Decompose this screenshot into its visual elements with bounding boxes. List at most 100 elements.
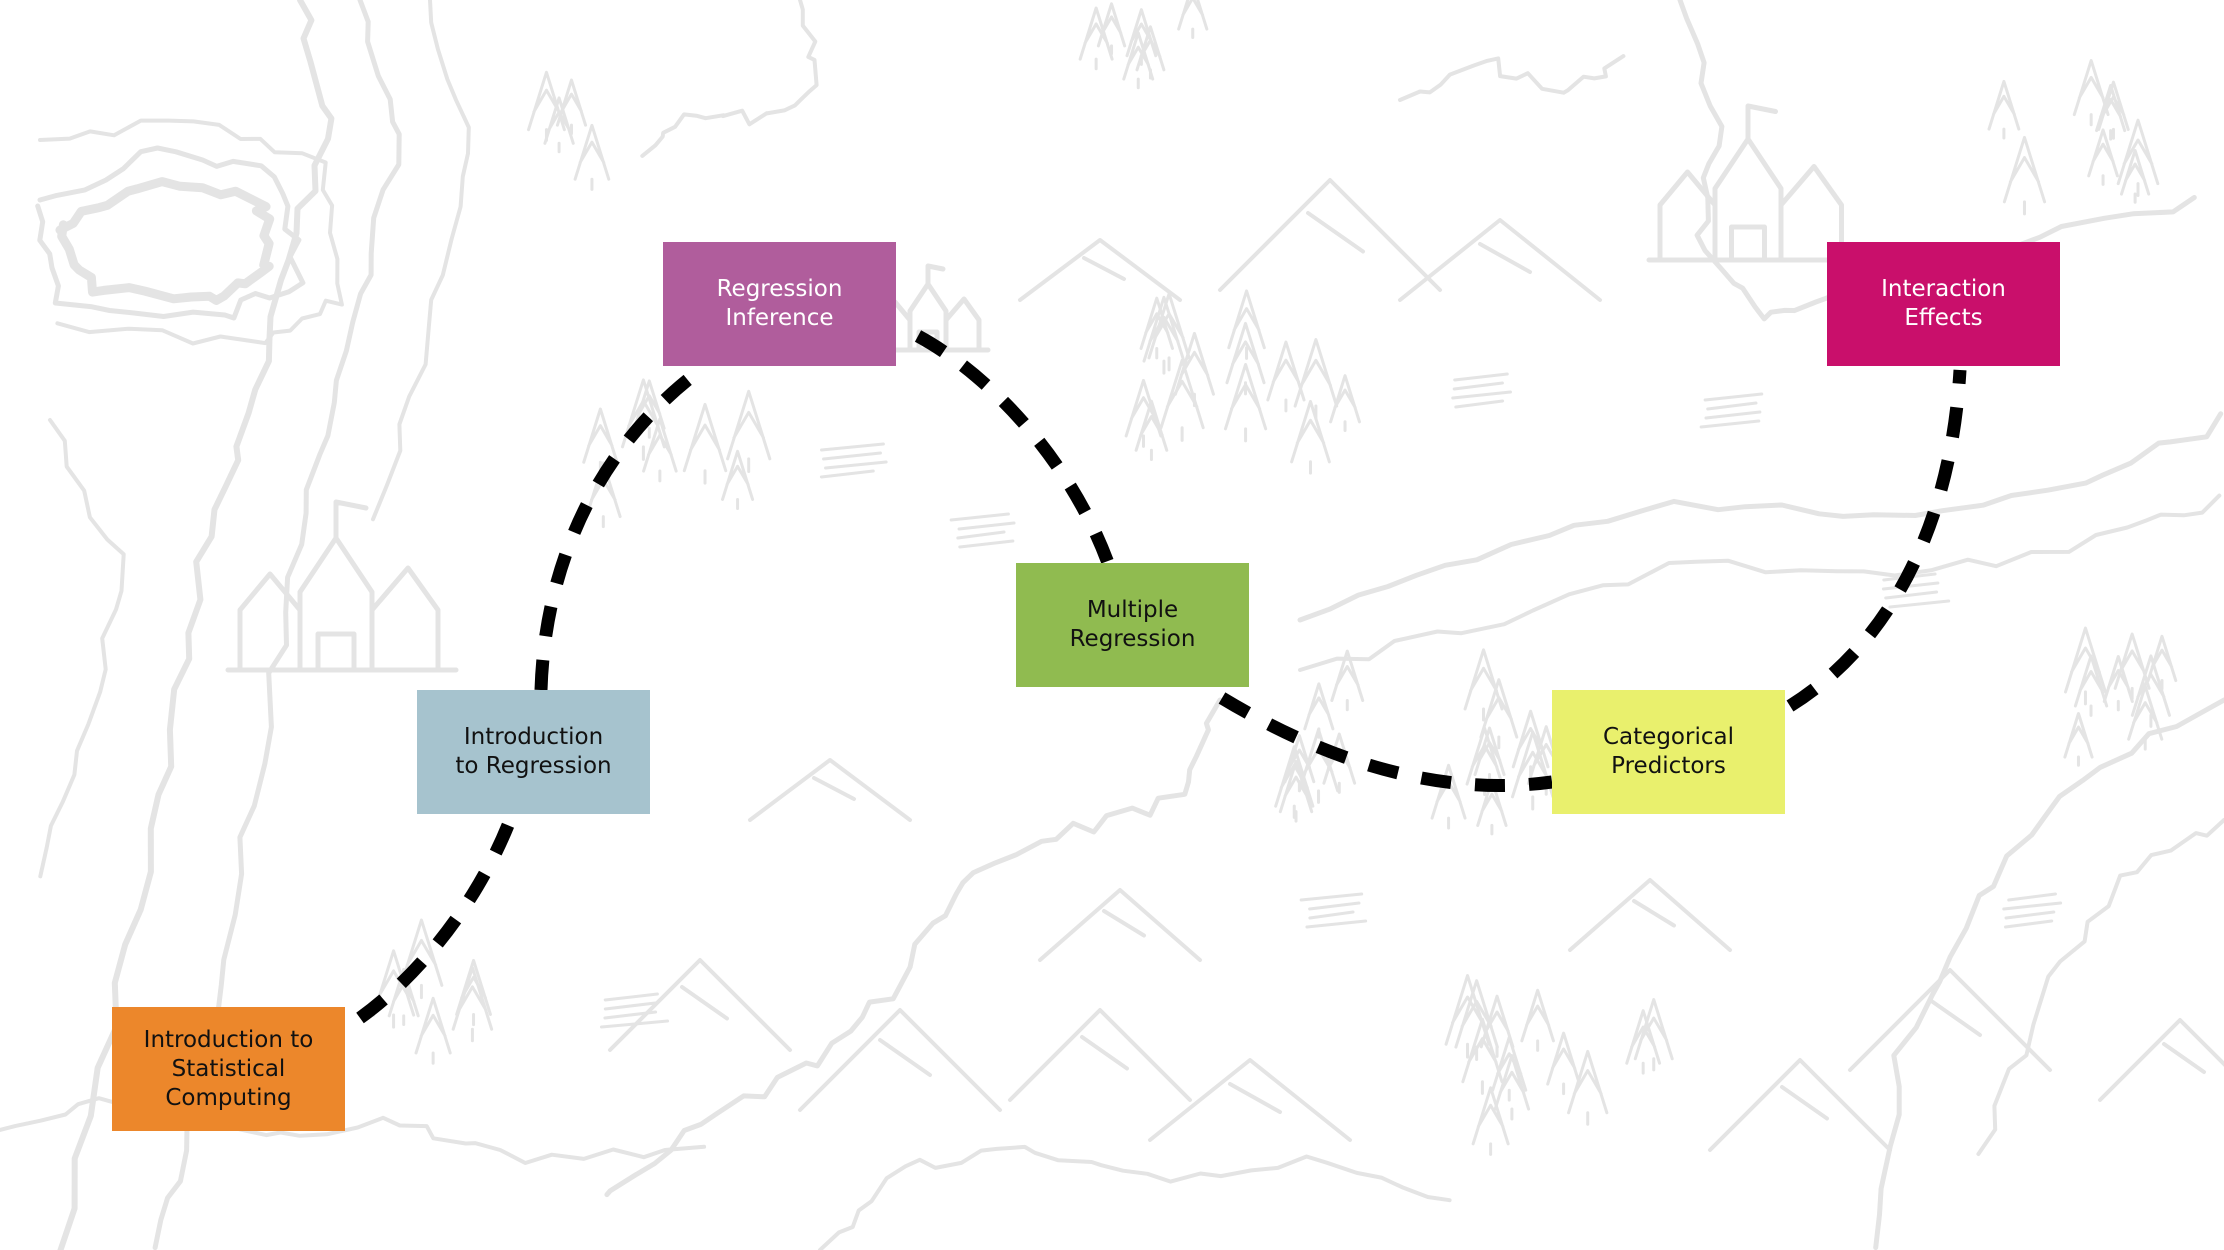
node-label: Introduction to Statistical Computing [144,1026,314,1113]
map-tree [1330,649,1365,712]
map-tree [2116,118,2160,198]
map-tree [2097,80,2130,140]
map-tree [1520,988,1555,1052]
node-label: Categorical Predictors [1603,723,1734,781]
map-tree [1546,1031,1582,1096]
map-tree [2127,684,2164,751]
map-tree [543,96,575,154]
map-tree [726,389,772,474]
map-mountain [1218,178,1442,292]
map-tree [1290,399,1331,475]
node-categorical-predictors[interactable]: Categorical Predictors [1552,690,1785,814]
map-mountain [1398,218,1602,302]
map-tree [1465,726,1504,797]
map-contour-line [55,177,275,305]
path-edge-categorical-to-interaction [1786,369,1967,712]
map-hatching [2002,892,2063,929]
map-contour-line [1298,493,2222,672]
map-mountain [1148,1058,1352,1142]
map-tree [1125,8,1158,66]
map-tree [399,918,444,1000]
map-mountain [1708,1058,1892,1152]
map-contour-line [0,1096,707,1165]
map-contour-line [371,0,471,522]
node-regression-inference[interactable]: Regression Inference [663,242,896,366]
path-edge-inference-to-multiple [914,330,1115,566]
map-tree [1329,374,1361,432]
map-tree [2102,655,2134,712]
map-tree [1987,79,2021,140]
map-tree [1473,726,1506,785]
map-tree [1173,331,1215,408]
map-tree [573,123,611,191]
map-contour-line [38,418,126,879]
node-label-line: Interaction [1881,276,2006,302]
node-label-line: Introduction to [143,1026,314,1053]
path-edge-multiple-to-categorical [1218,692,1553,792]
map-tree [414,996,452,1065]
path-edge-regression-to-inference [534,372,695,691]
map-tree [2087,128,2119,186]
map-hatching [1299,892,1368,929]
map-mountain [1038,888,1202,962]
map-tree [1278,759,1314,823]
node-interaction-effects[interactable]: Interaction Effects [1827,242,2060,366]
map-tree [1122,31,1155,90]
map-contour-line [1873,697,2224,1250]
map-tree [1471,1086,1510,1156]
map-tree [1177,0,1209,40]
map-tree [1227,289,1266,360]
map-tree [2113,632,2151,701]
map-tree [1124,378,1163,448]
map-hatching [819,442,888,479]
map-tree [2120,148,2151,204]
map-castle [225,499,459,673]
map-tree [682,402,728,485]
map-tree [1078,6,1114,71]
map-tree [1454,979,1499,1061]
map-contour-line [640,0,819,158]
map-tree [585,461,622,529]
map-tree [1633,998,1674,1072]
map-tree [2146,634,2178,691]
map-tree [1293,338,1339,421]
map-contour-line [38,118,344,346]
node-label-line: Introduction [463,724,604,750]
map-contour-line [35,145,306,321]
map-tree [1511,709,1550,779]
node-label-line: Predictors [1611,753,1726,779]
node-label-line: Effects [1904,305,1983,331]
map-tree [1463,648,1504,722]
map-tree [620,378,666,461]
map-tree [1266,340,1306,413]
map-hatching [1451,372,1512,409]
map-contour-line [818,1144,1452,1250]
map-mountain [1008,1008,1192,1102]
node-label-line: Statistical [171,1055,286,1082]
node-multiple-regression[interactable]: Multiple Regression [1016,563,1249,687]
node-intro-regression[interactable]: Introduction to Regression [417,690,650,814]
node-label-line: Regression [716,276,843,302]
map-tree [2002,135,2047,216]
map-mountain [1848,968,2052,1072]
map-hatching [1699,392,1764,429]
node-label-line: to Regression [455,753,612,779]
map-tree [387,967,420,1027]
map-tree [582,407,619,474]
map-tree [721,449,755,510]
node-intro-stat-computing[interactable]: Introduction to Statistical Computing [112,1007,345,1131]
map-tree [642,417,678,483]
map-tree [2072,59,2110,127]
map-tree [1511,730,1555,811]
node-label: Regression Inference [717,275,843,333]
map-tree [1135,25,1166,80]
map-tree [1139,296,1174,360]
map-tree [371,949,416,1029]
node-label-line: Multiple [1086,597,1179,623]
map-tree [455,958,492,1027]
map-mountain [2098,1018,2224,1102]
map-contour-line [1398,54,1626,102]
node-label: Introduction to Regression [455,723,611,781]
